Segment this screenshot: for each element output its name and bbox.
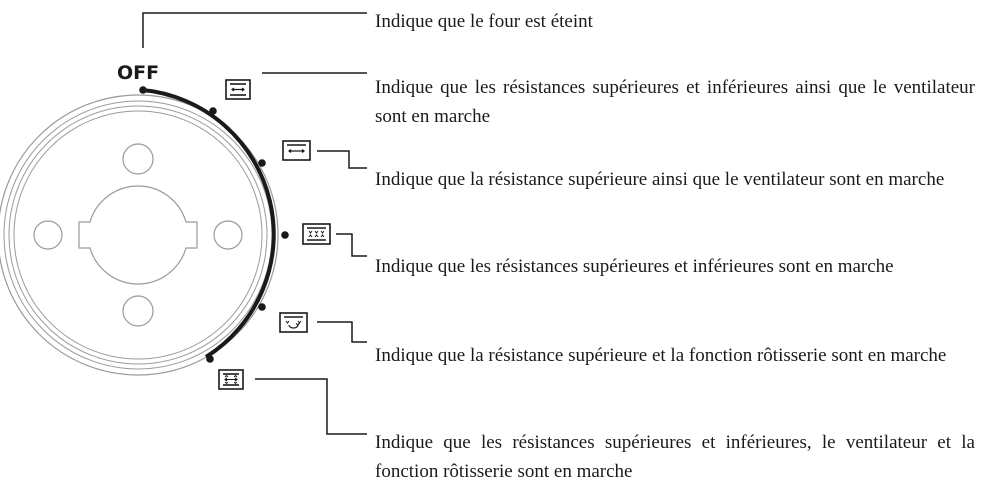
knob-hole-top (122, 143, 154, 175)
top-bottom-fan-rotisserie-icon (218, 369, 244, 390)
oven-knob (0, 94, 279, 376)
leader-line-4 (317, 321, 367, 343)
leader-line-2 (317, 150, 367, 169)
off-description: Indique que le four est éteint (375, 11, 593, 32)
position-dot-4 (258, 303, 266, 311)
selector-arc (142, 88, 276, 359)
mode-3-description: Indique que les résistances supérieures … (375, 256, 894, 277)
off-label: OFF (117, 62, 159, 84)
leader-line-off (142, 12, 367, 48)
knob-hole-bottom (122, 295, 154, 327)
mode-2-description: Indique que la résistance supérieure ain… (375, 169, 945, 190)
knob-hole-right (213, 220, 243, 250)
mode-5-description: Indique que les résistances supérieures … (375, 432, 975, 482)
position-dot-1 (209, 107, 217, 115)
position-dots (139, 86, 289, 363)
mode-4-description: Indique que la résistance supérieure et … (375, 345, 947, 366)
leader-line-3 (336, 233, 367, 257)
top-heater-rotisserie-icon (279, 312, 308, 333)
convection-top-bottom-fan-icon (225, 79, 251, 100)
mode-1-description: Indique que les résistances supérieures … (375, 77, 975, 127)
knob-center-boss (78, 185, 198, 285)
leader-line-5 (255, 378, 367, 435)
position-dot-off (139, 86, 147, 94)
knob-hole-left (33, 220, 63, 250)
position-dot-3 (281, 231, 289, 239)
position-dot-2 (258, 159, 266, 167)
leader-lines (142, 12, 367, 435)
top-heater-fan-icon (282, 140, 311, 161)
position-dot-5 (206, 355, 214, 363)
top-bottom-heater-icon (302, 223, 331, 245)
